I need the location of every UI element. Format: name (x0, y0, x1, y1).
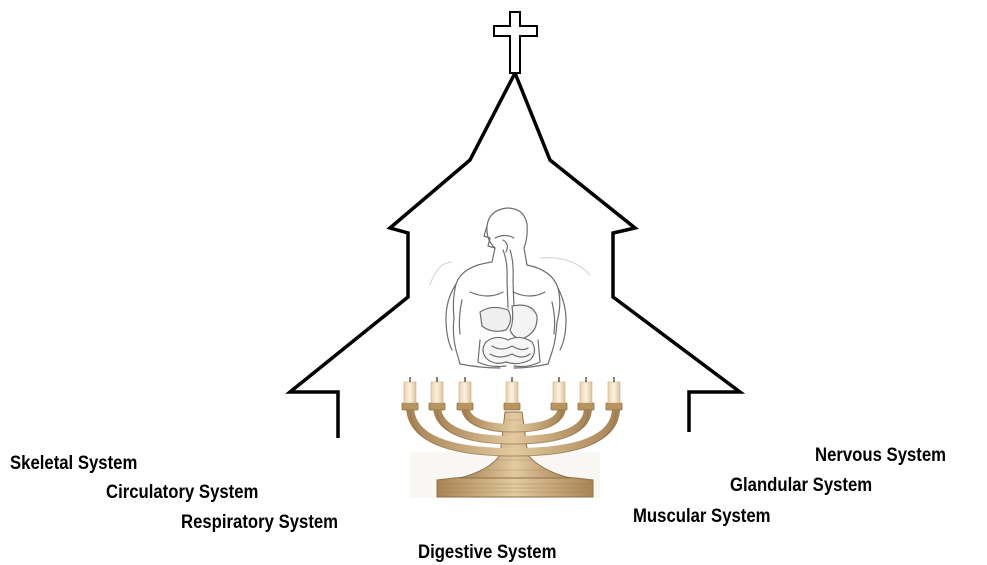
label-glandular-system: Glandular System (730, 476, 872, 495)
menorah-icon (402, 377, 622, 498)
church-right-wall (515, 73, 740, 432)
label-circulatory-system: Circulatory System (106, 483, 258, 502)
cross-icon (494, 12, 537, 73)
label-digestive-system: Digestive System (418, 543, 556, 562)
label-muscular-system: Muscular System (633, 507, 771, 526)
human-digestive-anatomy (430, 208, 590, 368)
label-skeletal-system: Skeletal System (10, 454, 137, 473)
church-left-wall (290, 73, 515, 438)
label-nervous-system: Nervous System (815, 446, 946, 465)
label-respiratory-system: Respiratory System (181, 513, 338, 532)
